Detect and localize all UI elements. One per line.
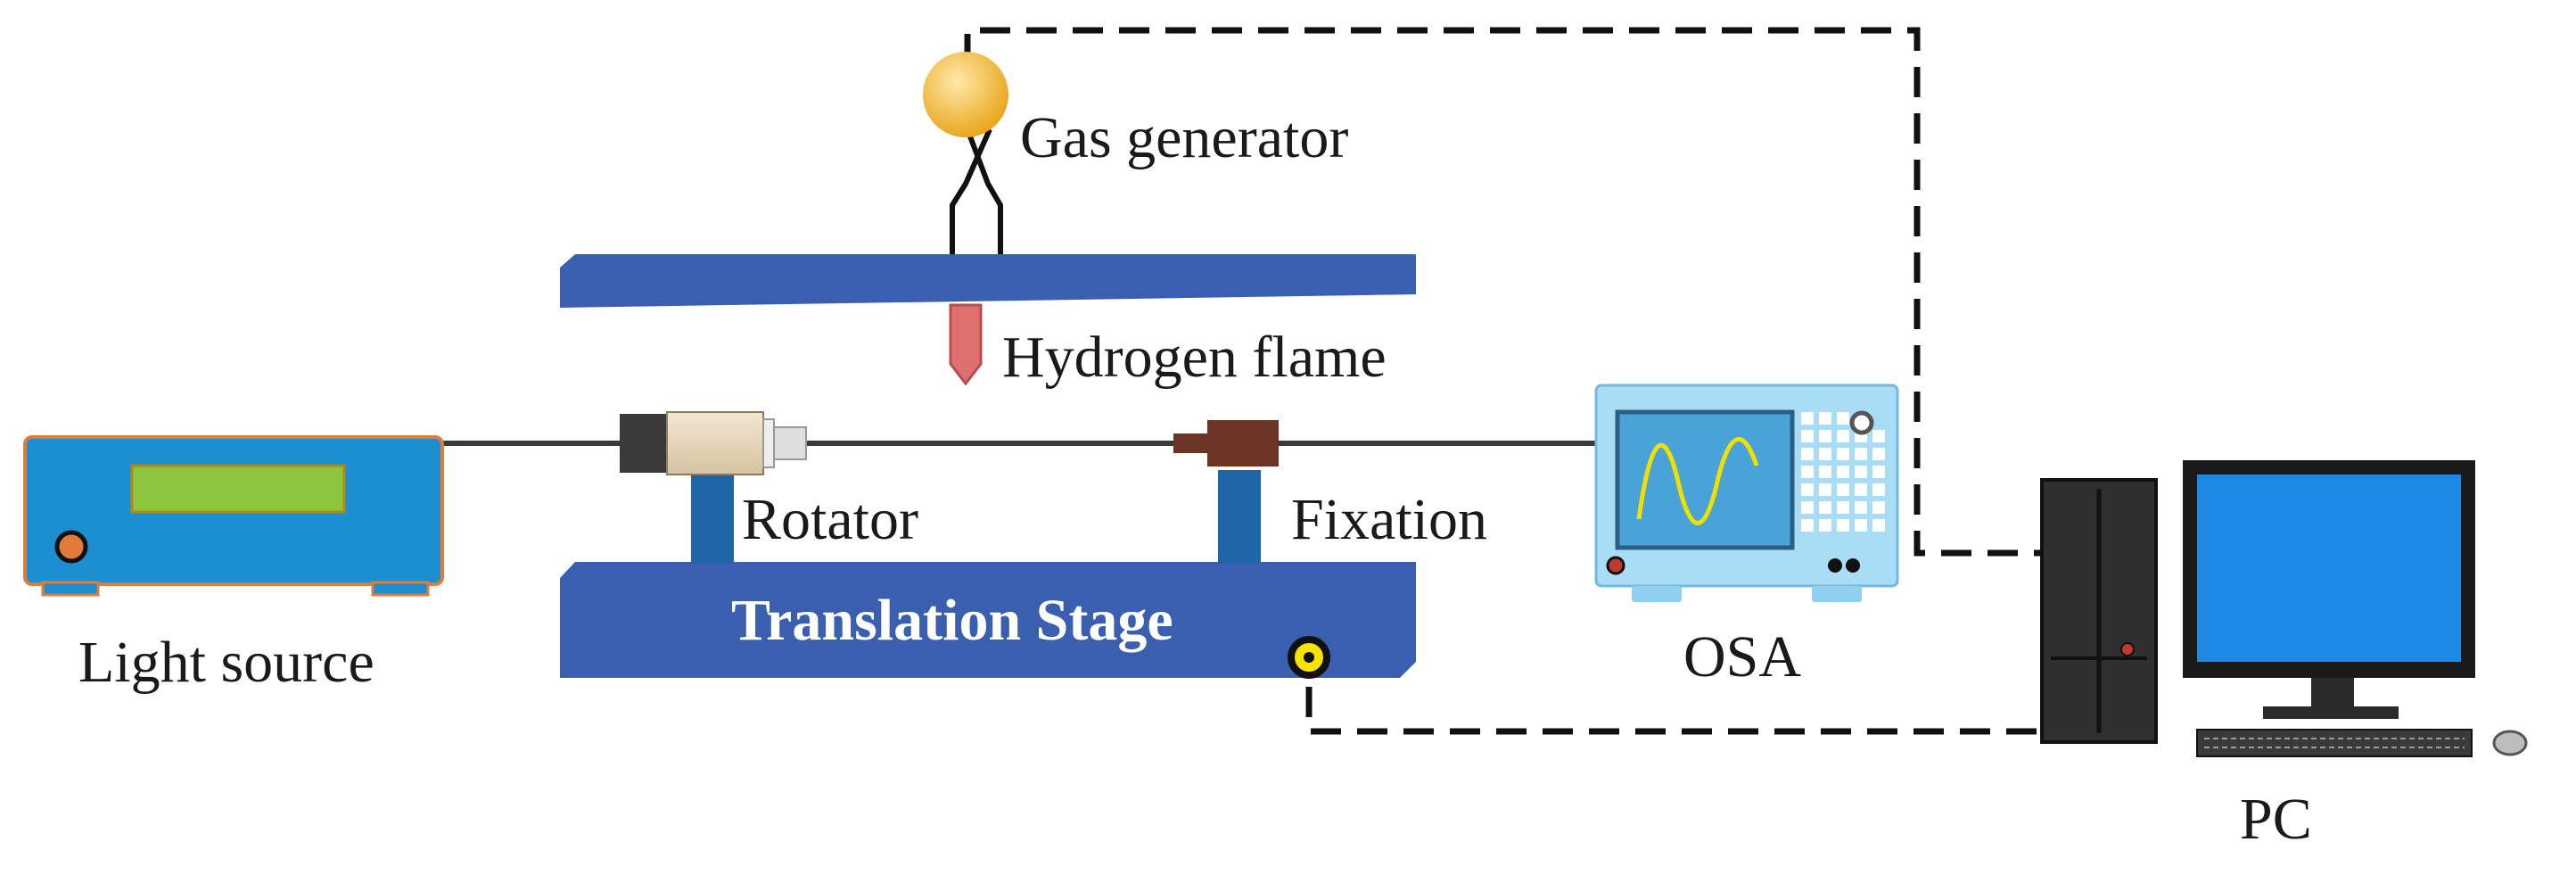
rotator-post bbox=[691, 470, 734, 564]
fixation-post bbox=[1218, 470, 1261, 564]
hydrogen-flame-nozzle bbox=[949, 303, 983, 386]
pc-keyboard bbox=[2196, 729, 2473, 757]
osa-label: OSA bbox=[1683, 624, 1801, 689]
light-source-knob bbox=[54, 530, 88, 564]
pc-label: PC bbox=[2240, 787, 2312, 852]
pc-monitor bbox=[2183, 460, 2475, 719]
pc-monitor-screen bbox=[2197, 475, 2461, 662]
gas-generator bbox=[923, 52, 1008, 257]
osa-power-button bbox=[1606, 556, 1625, 575]
osa-dial bbox=[1849, 410, 1874, 435]
stage-connector bbox=[1288, 636, 1330, 679]
translation-stage bbox=[560, 562, 1416, 678]
gas-generator-ball bbox=[923, 52, 1008, 137]
translation-stage-label: Translation Stage bbox=[731, 588, 1173, 653]
hydrogen-flame-label: Hydrogen flame bbox=[1002, 325, 1387, 390]
pc-tower bbox=[2040, 478, 2158, 744]
osa-instrument bbox=[1594, 384, 1899, 602]
light-source-display bbox=[130, 464, 346, 514]
light-source-label: Light source bbox=[78, 630, 374, 695]
osa-waveform bbox=[1636, 437, 1759, 525]
light-source bbox=[23, 435, 444, 597]
gas-control-cable bbox=[964, 27, 2042, 557]
stage-control-cable bbox=[1305, 687, 2042, 735]
rotator bbox=[620, 411, 807, 475]
pc-mouse bbox=[2492, 730, 2528, 756]
upper-plate bbox=[560, 254, 1416, 308]
osa-keypad bbox=[1801, 412, 1885, 532]
fixation-label: Fixation bbox=[1291, 487, 1487, 552]
gas-generator-label: Gas generator bbox=[1020, 105, 1348, 170]
rotator-label: Rotator bbox=[742, 487, 918, 552]
fixation-clamp bbox=[1173, 420, 1279, 466]
pc-power-button bbox=[2120, 642, 2135, 656]
